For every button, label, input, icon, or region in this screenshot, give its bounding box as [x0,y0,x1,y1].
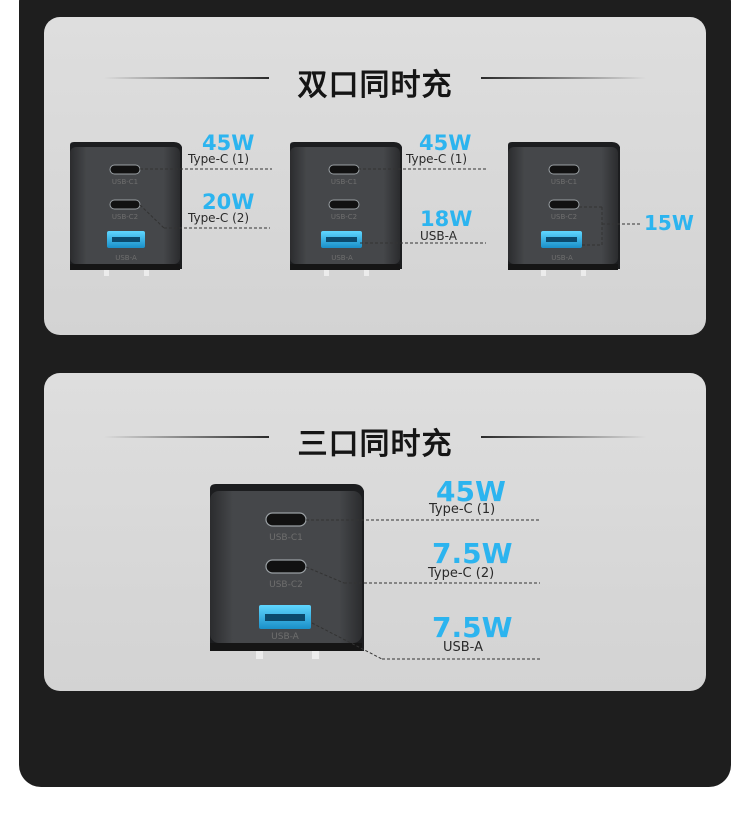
usb-c2-port-icon [328,199,360,210]
output-port-label: Type-C (2) [188,211,250,225]
port-label-usb-a: USB-A [271,632,300,642]
heading-rule-right [481,77,646,79]
port-label-usb-c1: USB-C1 [269,533,303,543]
port-label-usb-a: USB-A [115,254,137,262]
output-port-label: Type-C (1) [406,152,468,166]
heading-rule-left [104,77,269,79]
charger-1: USB-C1 USB-C2 USB-A [70,142,272,276]
charger-large: USB-C1 USB-C2 USB-A [210,484,540,660]
heading-rule-left [104,436,269,438]
port-label-usb-c1: USB-C1 [551,178,577,186]
section-title-triple: 三口同时充 [297,427,453,462]
output-port-label: Type-C (2) [428,566,495,581]
output-watt: 45W [202,131,255,155]
usb-c2-port-icon [265,559,307,574]
usb-c1-port-icon [109,164,141,175]
output-port-label: USB-A [443,640,483,655]
output-watt: 7.5W [432,537,513,570]
output-watt: 45W [436,475,506,508]
port-label-usb-c1: USB-C1 [331,178,357,186]
usb-c1-port-icon [548,164,580,175]
usb-c2-port-icon [109,199,141,210]
charger-2: USB-C1 USB-C2 USB-A [290,142,486,276]
triple-port-panel: 三口同时充 USB-C1 USB-C2 [44,373,706,691]
triple-charger-graphic: USB-C1 USB-C2 USB-A [210,484,540,660]
port-label-usb-c2: USB-C2 [112,213,138,221]
output-watt: 20W [202,190,255,214]
usb-c1-port-icon [328,164,360,175]
usb-c1-port-icon [265,512,307,527]
output-port-label: Type-C (1) [188,152,250,166]
output-watt: 18W [420,207,473,231]
port-label-usb-a: USB-A [331,254,353,262]
port-label-usb-c2: USB-C2 [331,213,357,221]
output-port-label: Type-C (1) [429,502,496,517]
charger-3: USB-C1 USB-C2 USB-A [508,142,640,276]
output-watt: 15W [644,211,694,235]
dual-port-panel: 双口同时充 USB-C1 USB-C2 [44,17,706,335]
port-label-usb-c2: USB-C2 [551,213,577,221]
port-label-usb-a: USB-A [551,254,573,262]
output-port-label: USB-A [420,229,457,243]
output-watt: 7.5W [432,611,513,644]
port-label-usb-c2: USB-C2 [269,580,303,590]
port-label-usb-c1: USB-C1 [112,178,138,186]
output-watt: 45W [419,131,472,155]
usb-c2-port-icon [548,199,580,210]
dual-chargers-graphic: USB-C1 USB-C2 USB-A USB-C1 USB-C2 USB-A [70,142,640,276]
heading-rule-right [481,436,646,438]
section-title-dual: 双口同时充 [297,68,453,103]
